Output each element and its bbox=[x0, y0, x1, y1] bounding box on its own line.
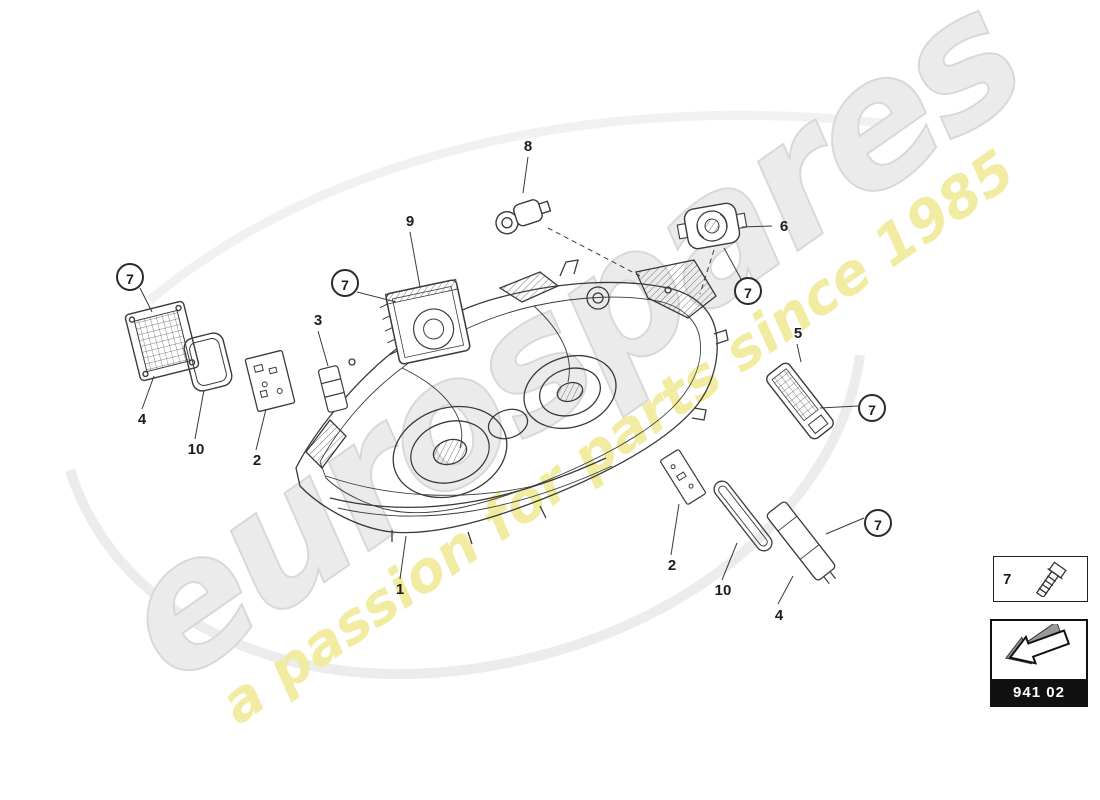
part-6-fan[interactable] bbox=[675, 200, 749, 251]
callout-circle-7-c[interactable]: 7 bbox=[734, 277, 762, 305]
assembly-dashed-lines bbox=[547, 227, 715, 295]
callout-2-right[interactable]: 2 bbox=[667, 557, 677, 574]
part-8-adjuster-motor[interactable] bbox=[492, 196, 553, 237]
callout-circle-7-b[interactable]: 7 bbox=[331, 269, 359, 297]
part-10-strip-right[interactable] bbox=[711, 478, 775, 554]
part-3-bracket[interactable] bbox=[318, 365, 348, 413]
legend-arrow-area bbox=[992, 621, 1086, 679]
callout-5[interactable]: 5 bbox=[793, 325, 803, 342]
callout-6[interactable]: 6 bbox=[779, 218, 789, 235]
callout-circle-7-e[interactable]: 7 bbox=[864, 509, 892, 537]
direction-arrow-icon bbox=[1005, 624, 1071, 665]
callout-4-left[interactable]: 4 bbox=[137, 411, 147, 428]
part-code: 941 02 bbox=[992, 679, 1086, 705]
part-2-board-right[interactable] bbox=[660, 449, 706, 505]
callout-9[interactable]: 9 bbox=[405, 213, 415, 230]
callout-10-right[interactable]: 10 bbox=[714, 582, 732, 599]
part-4-module-left[interactable] bbox=[124, 300, 200, 382]
legend-part-group-box[interactable]: 941 02 bbox=[990, 619, 1088, 707]
leader-lines bbox=[139, 156, 865, 605]
part-5-module[interactable] bbox=[764, 361, 835, 441]
legend-fastener-number: 7 bbox=[1003, 570, 1012, 588]
callout-10-left[interactable]: 10 bbox=[187, 441, 205, 458]
callout-3[interactable]: 3 bbox=[313, 312, 323, 329]
bolt-icon bbox=[1036, 561, 1068, 597]
part-4-module-right[interactable] bbox=[766, 501, 842, 589]
callout-circle-7-d[interactable]: 7 bbox=[858, 394, 886, 422]
callout-8[interactable]: 8 bbox=[523, 138, 533, 155]
callout-1[interactable]: 1 bbox=[395, 581, 405, 598]
legend-fastener-box: 7 bbox=[993, 556, 1088, 602]
callout-2-left[interactable]: 2 bbox=[252, 452, 262, 469]
part-9-led-module[interactable] bbox=[377, 278, 471, 366]
part-10-gasket-left[interactable] bbox=[182, 331, 234, 393]
part-2-board-left[interactable] bbox=[244, 349, 296, 413]
callout-4-right[interactable]: 4 bbox=[774, 607, 784, 624]
headlight-housing[interactable] bbox=[295, 259, 729, 545]
callout-circle-7-a[interactable]: 7 bbox=[116, 263, 144, 291]
